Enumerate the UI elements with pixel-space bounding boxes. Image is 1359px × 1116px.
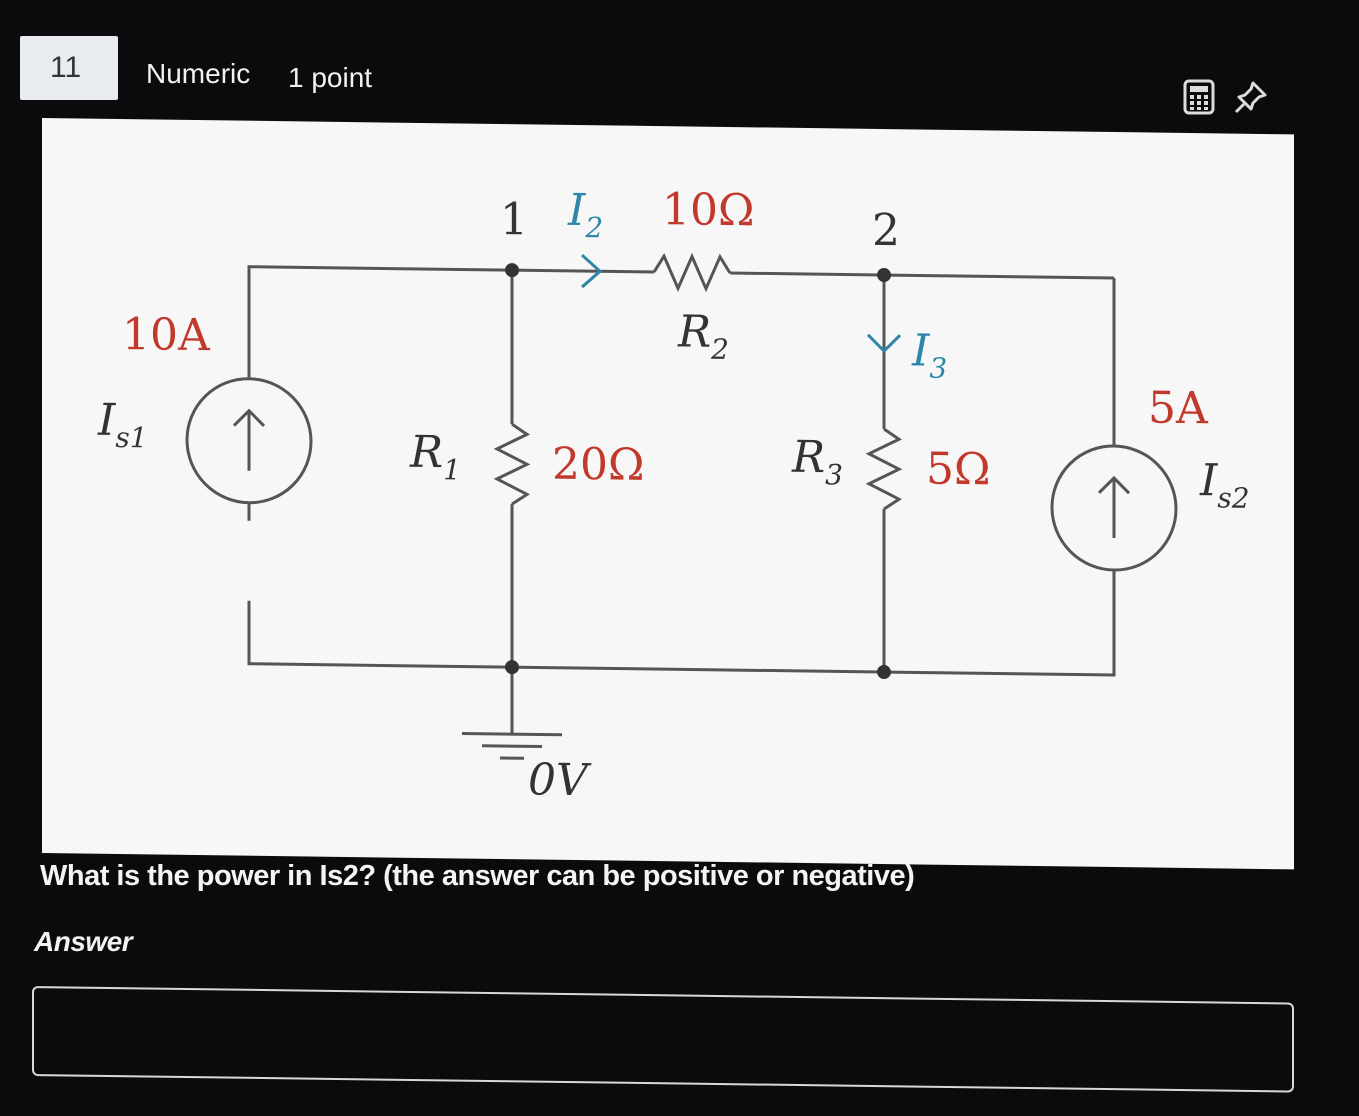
circuit-diagram: 1 2 I2 I3 10Ω R2 R1 20Ω R3 5Ω 10A Is1 5A… — [97, 184, 1250, 806]
question-points: 1 point — [288, 62, 373, 93]
node-2-label: 2 — [872, 205, 900, 256]
r1-label: R1 — [409, 427, 461, 487]
answer-input[interactable] — [32, 986, 1294, 1093]
question-number: 11 — [20, 36, 118, 100]
is2-value: 5A — [1148, 382, 1209, 434]
r2-value: 10Ω — [662, 184, 754, 236]
ground-label: 0V — [528, 754, 592, 806]
node-1-dot — [505, 263, 519, 278]
node-1-label: 1 — [500, 194, 528, 245]
is2-label: Is2 — [1199, 455, 1250, 515]
pin-icon[interactable] — [1232, 78, 1270, 116]
r1-value: 20Ω — [552, 439, 644, 491]
node-bottom-right-dot — [877, 665, 891, 680]
circuit-figure: 1 2 I2 I3 10Ω R2 R1 20Ω R3 5Ω 10A Is1 5A… — [42, 118, 1294, 870]
is1-label: Is1 — [97, 395, 148, 455]
node-2-dot — [877, 268, 891, 283]
question-text: What is the power in Is2? (the answer ca… — [40, 860, 915, 892]
i2-label: I2 — [567, 185, 603, 244]
r3-value: 5Ω — [926, 444, 990, 496]
r3-label: R3 — [791, 432, 843, 492]
i3-label: I3 — [911, 325, 947, 384]
calculator-icon[interactable] — [1180, 78, 1218, 116]
question-tools — [1180, 78, 1270, 116]
answer-label: Answer — [34, 926, 133, 957]
i3-arrow — [866, 333, 902, 354]
node-bottom-left-dot — [505, 660, 519, 675]
question-type: Numeric — [146, 58, 251, 89]
current-source-is2 — [1050, 444, 1178, 572]
is1-value: 10A — [122, 309, 211, 361]
current-source-is1 — [185, 377, 313, 505]
circuit-wires — [247, 252, 1116, 760]
i2-arrow — [581, 253, 603, 289]
r2-label: R2 — [677, 306, 729, 366]
